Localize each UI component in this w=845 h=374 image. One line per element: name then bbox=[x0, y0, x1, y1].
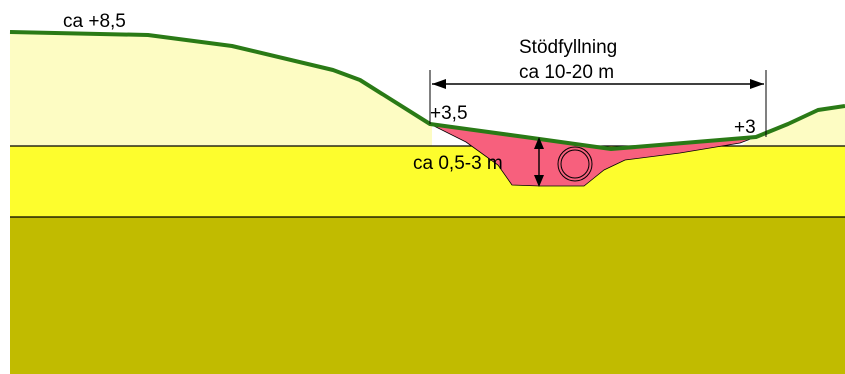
middle-soil-layer bbox=[10, 146, 845, 217]
left-level-label: +3,5 bbox=[430, 103, 468, 124]
dimension-arrow-up bbox=[534, 137, 544, 149]
ground-surface-line bbox=[9, 30, 845, 151]
right-level-label: +3 bbox=[734, 117, 756, 138]
pipe-inner bbox=[560, 149, 590, 179]
upper-soil-layer bbox=[10, 32, 432, 146]
upper-soil-layer-right bbox=[741, 106, 845, 146]
bottom-soil-layer bbox=[10, 217, 845, 374]
top-left-level-label: ca +8,5 bbox=[63, 11, 126, 32]
title-label: Stödfyllning bbox=[519, 37, 617, 58]
pipe-outer bbox=[557, 146, 593, 182]
dimension-arrow-down bbox=[534, 175, 544, 187]
thickness-label: ca 0,5-3 m bbox=[413, 153, 503, 174]
width-label: ca 10-20 m bbox=[519, 62, 614, 83]
dimension-arrow-left bbox=[432, 79, 446, 89]
dimension-arrow-right bbox=[750, 79, 764, 89]
